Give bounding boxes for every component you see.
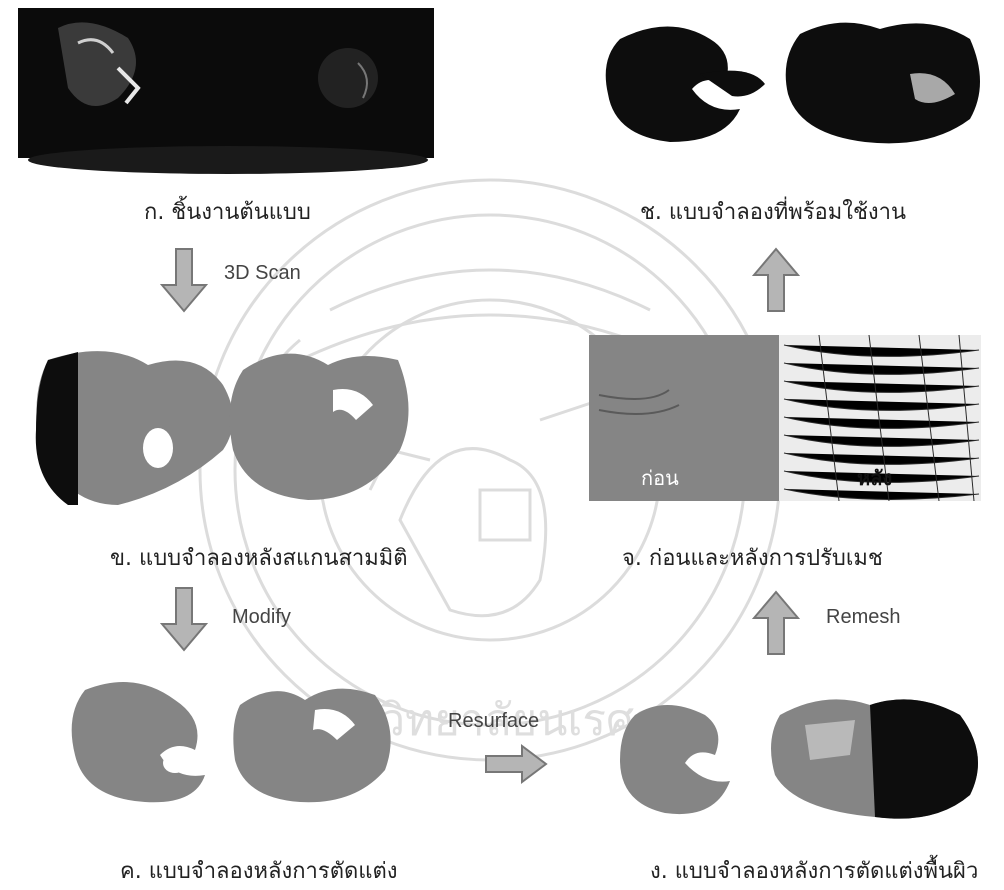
- after-label: หลัง: [857, 466, 892, 490]
- arrow-down-icon: [160, 586, 208, 652]
- before-label: ก่อน: [641, 466, 679, 490]
- prototype-photo: [18, 8, 434, 176]
- resurfaced-models: [615, 685, 995, 825]
- step-3d-scan: 3D Scan: [224, 262, 301, 285]
- ready-models: [600, 14, 990, 144]
- caption-c: ค. แบบจำลองหลังการตัดแต่ง: [120, 853, 398, 888]
- caption-f: ช. แบบจำลองที่พร้อมใช้งาน: [640, 194, 906, 229]
- modified-models: [65, 670, 425, 810]
- mesh-comparison: ก่อน หลัง: [589, 335, 981, 501]
- arrow-down-icon: [160, 247, 208, 313]
- caption-a: ก. ชิ้นงานต้นแบบ: [144, 194, 311, 229]
- step-remesh: Remesh: [826, 606, 900, 629]
- caption-d: ง. แบบจำลองหลังการตัดแต่งพื้นผิว: [650, 853, 978, 888]
- arrow-up-icon: [752, 590, 800, 656]
- caption-b: ข. แบบจำลองหลังสแกนสามมิติ: [110, 540, 408, 575]
- caption-e: จ. ก่อนและหลังการปรับเมช: [622, 540, 883, 575]
- scanned-models: [28, 340, 428, 510]
- arrow-up-icon: [752, 247, 800, 313]
- step-resurface: Resurface: [448, 710, 539, 733]
- arrow-right-icon: [484, 744, 548, 784]
- step-modify: Modify: [232, 606, 291, 629]
